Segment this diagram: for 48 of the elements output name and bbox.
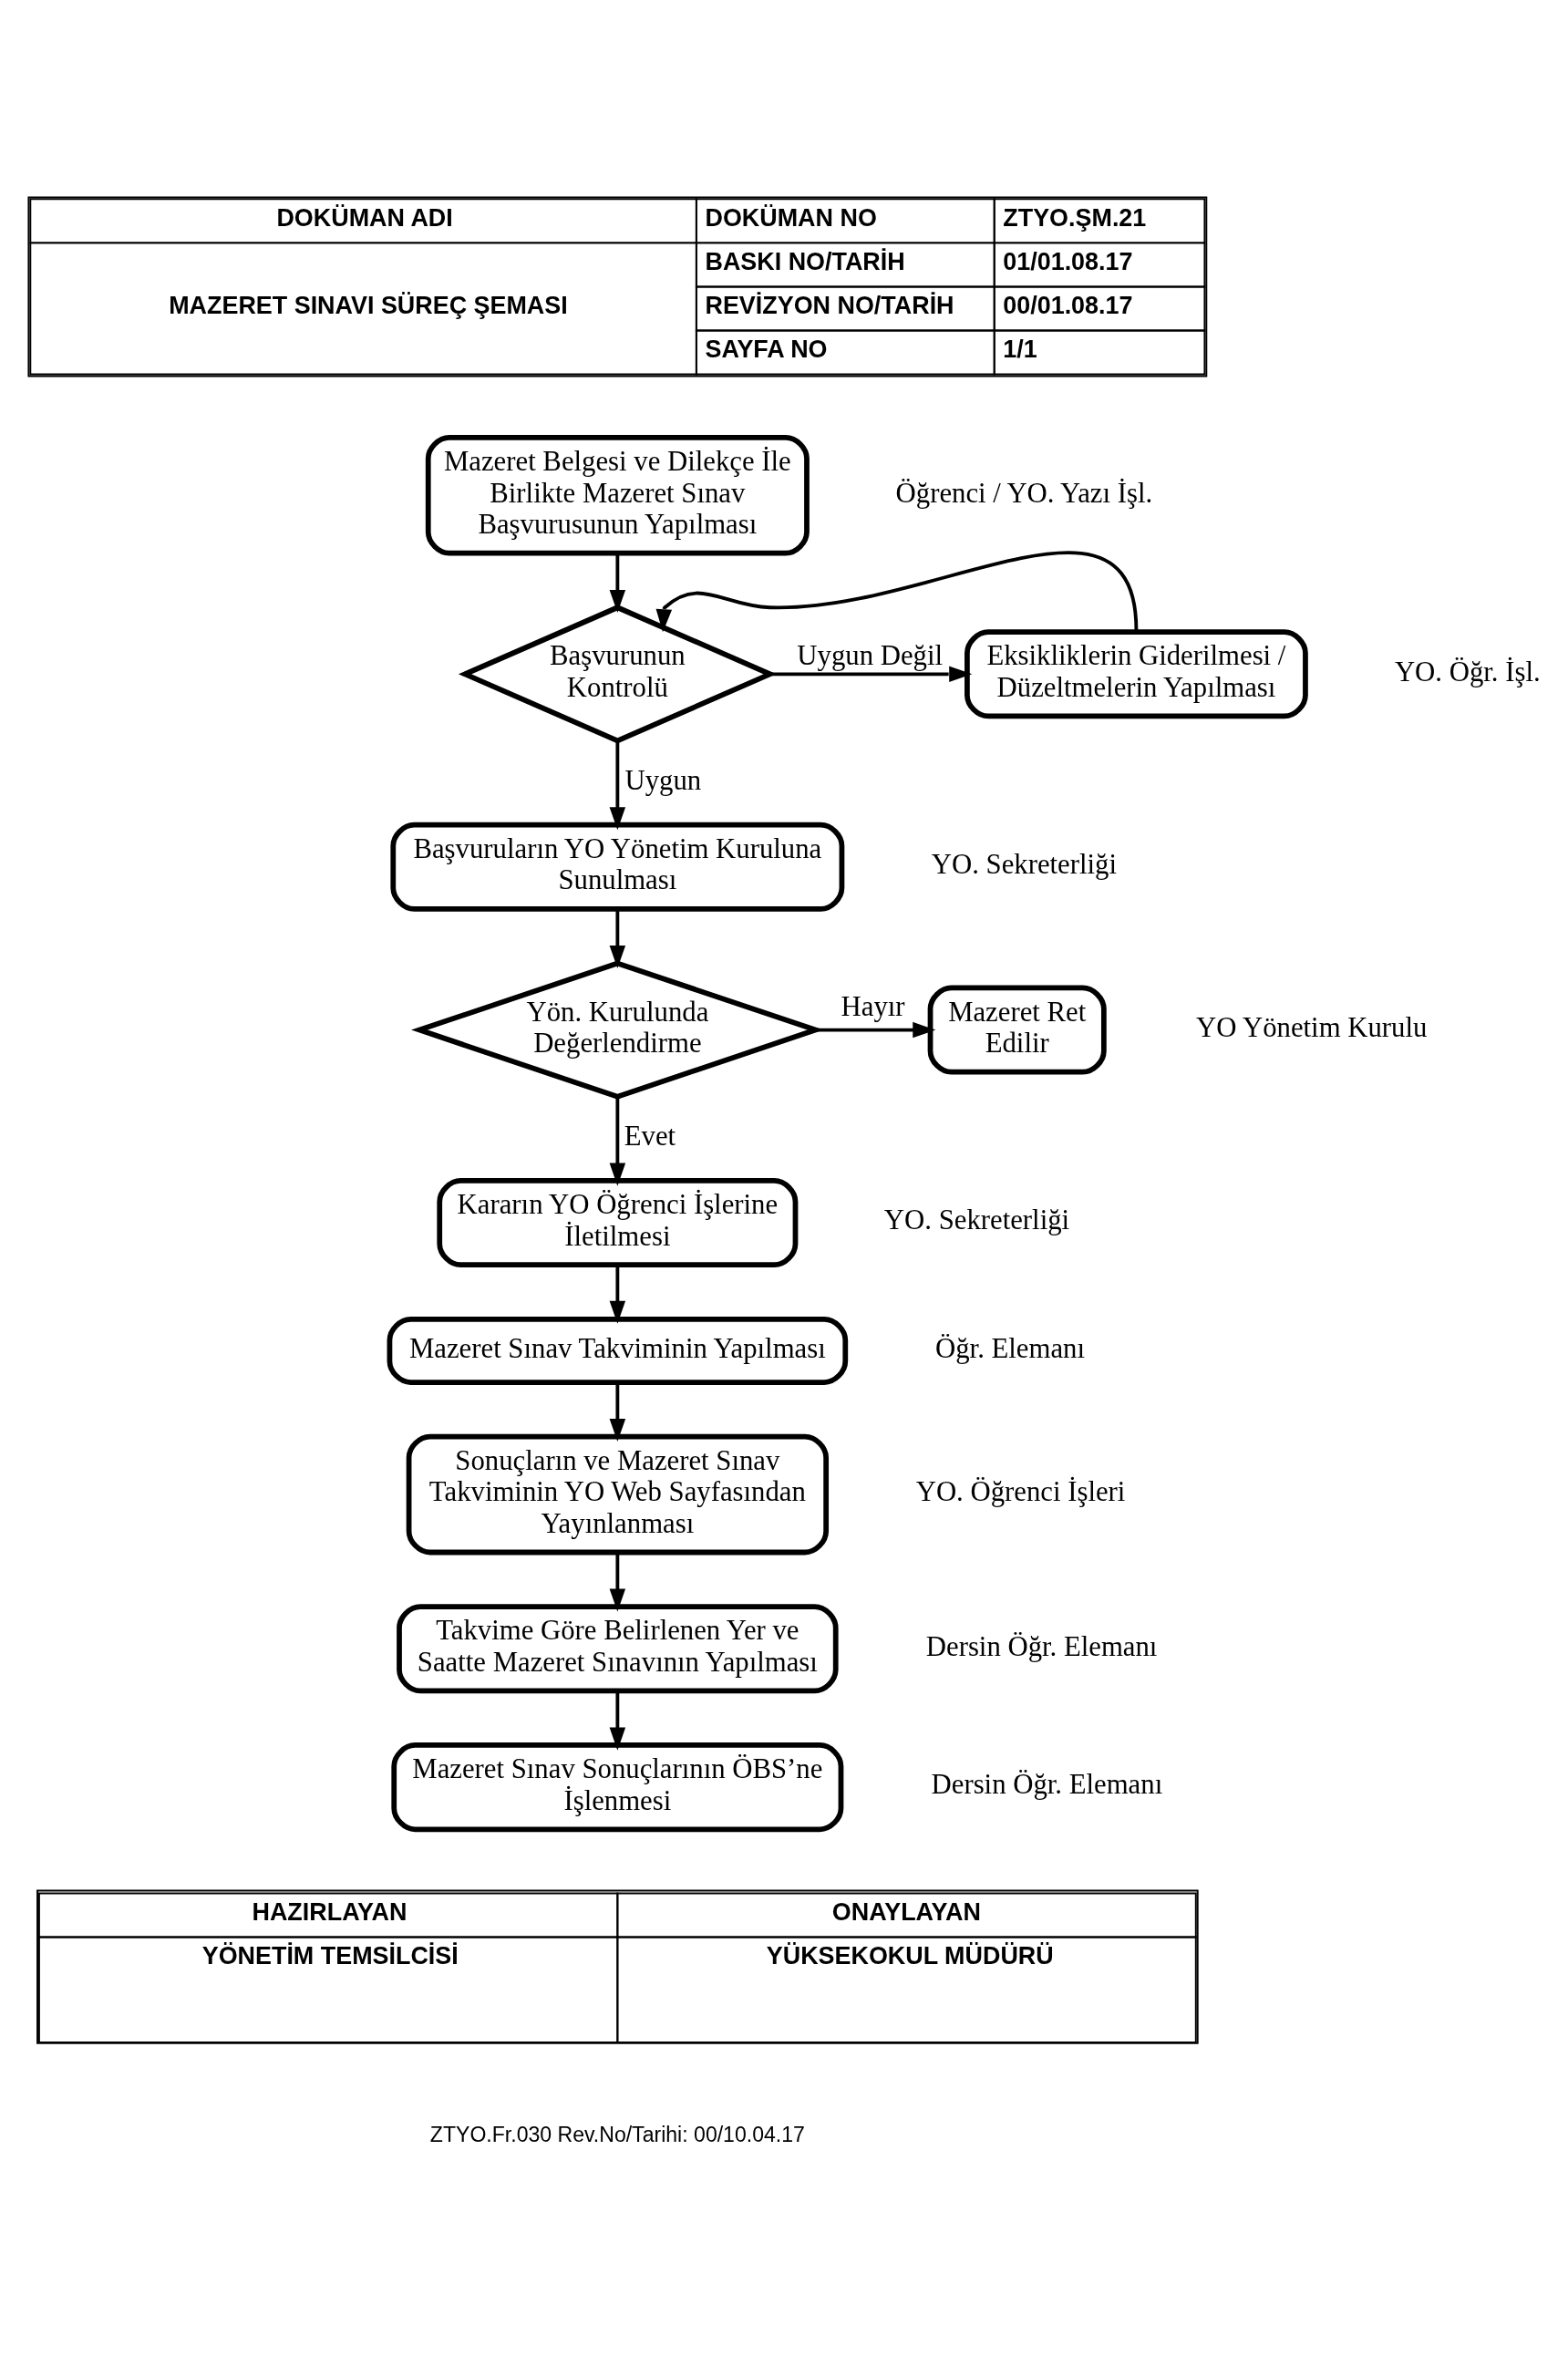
- arrow: [609, 1265, 626, 1324]
- arrow: [609, 1382, 626, 1442]
- node-label: Dersin Öğr. Elemanı: [931, 1768, 1163, 1800]
- node-box: Başvuruların YO Yönetim Kuruluna Sunulması: [390, 822, 845, 912]
- node-box: Takvime Göre Belirlenen Yer ve Saatte Mazeret Sınavının Yapılması: [397, 1603, 839, 1693]
- arrow: [655, 551, 1139, 632]
- arrow: [609, 740, 626, 830]
- node-box: Kararın YO Öğrenci İşlerine İletilmesi: [437, 1177, 799, 1267]
- arrow: [609, 1690, 626, 1751]
- arrow: [770, 666, 973, 682]
- node-box: Mazeret Sınav Takviminin Yapılması: [387, 1316, 849, 1385]
- node-label: Öğrenci / YO. Yazı İşl.: [895, 477, 1153, 509]
- label: ZTYO.Fr.030 Rev.No/Tarihi: 00/10.04.17: [429, 2122, 805, 2146]
- label: HAZIRLAYAN: [252, 1897, 407, 1926]
- label: YÖNETİM TEMSİLCİSİ: [201, 1941, 459, 1969]
- node-label: Öğr. Elemanı: [935, 1332, 1085, 1364]
- node-label: YO. Öğr. İşl.: [1394, 656, 1541, 687]
- label: MAZERET SINAVI SÜREÇ ŞEMASI: [169, 291, 568, 319]
- arrow: [609, 553, 626, 613]
- arrow: [816, 1021, 936, 1038]
- label: DOKÜMAN ADI: [276, 203, 453, 232]
- label: 1/1: [1003, 335, 1037, 363]
- edge-label: Uygun: [624, 764, 702, 796]
- label: BASKI NO/TARİH: [705, 247, 905, 275]
- node-label: YO. Sekreterliği: [883, 1204, 1070, 1235]
- label: ONAYLAYAN: [831, 1897, 981, 1926]
- edge-label: Hayır: [841, 990, 905, 1022]
- arrow: [609, 909, 626, 968]
- arrow: [609, 1096, 626, 1186]
- label: ZTYO.ŞM.21: [1003, 203, 1147, 232]
- label: REVİZYON NO/TARİH: [705, 291, 954, 319]
- arrow: [609, 1552, 626, 1612]
- node-label: Dersin Öğr. Elemanı: [925, 1630, 1158, 1662]
- label: 01/01.08.17: [1003, 247, 1133, 275]
- node-label: YO. Öğrenci İşleri: [915, 1475, 1126, 1507]
- edge-label: Evet: [624, 1120, 676, 1152]
- label: DOKÜMAN NO: [705, 203, 877, 232]
- node-box: Mazeret Sınav Sonuçlarının ÖBS’ne İşlenmesi: [391, 1742, 844, 1832]
- node-box: Eksikliklerin Giderilmesi / Düzeltmelerin Yapılması: [965, 628, 1308, 718]
- node-label: YO. Sekreterliği: [931, 848, 1118, 880]
- node-label: YO Yönetim Kurulu: [1196, 1011, 1428, 1043]
- node-box: Sonuçların ve Mazeret Sınav Takviminin YO Web Sayfasından Yayınlanması: [406, 1433, 830, 1555]
- label: SAYFA NO: [705, 335, 828, 363]
- node-box: Mazeret Belgesi ve Dilekçe İle Birlikte Mazeret Sınav Başvurusunun Yapılması: [425, 434, 810, 556]
- label: YÜKSEKOKUL MÜDÜRÜ: [766, 1941, 1054, 1969]
- label: 00/01.08.17: [1003, 291, 1133, 319]
- node-box: Mazeret Ret Edilir: [927, 985, 1107, 1075]
- edge-label: Uygun Değil: [797, 639, 944, 671]
